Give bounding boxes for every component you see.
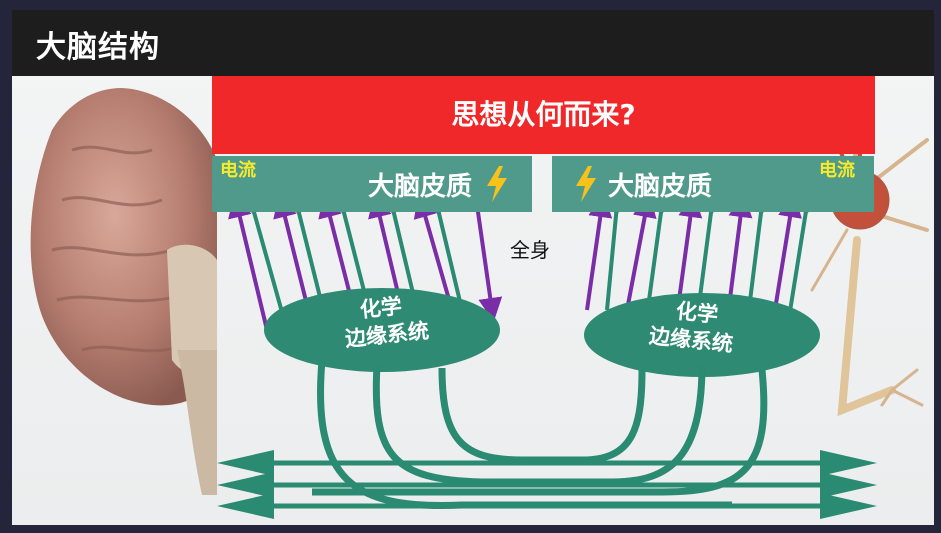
slide-canvas: 大脑结构 思想从何而来? 大脑皮质 大脑皮质 电流 电流 全身 化学 边缘系统 … (12, 10, 934, 525)
question-text: 思想从何而来? (451, 98, 636, 131)
cortex-left-label: 大脑皮质 (368, 172, 473, 202)
lightning-bolt-icon (487, 166, 507, 202)
limbic-left-ellipse (264, 288, 500, 372)
current-right-label: 电流 (819, 160, 855, 181)
slide-title: 大脑结构 (36, 30, 160, 65)
title-bar: 大脑结构 (12, 10, 934, 76)
question-banner: 思想从何而来? (212, 76, 875, 154)
cortex-left-box: 大脑皮质 (212, 156, 532, 212)
cortex-right-box: 大脑皮质 (552, 156, 874, 212)
cortex-right-label: 大脑皮质 (608, 172, 713, 202)
current-left-label: 电流 (220, 160, 256, 181)
body-label: 全身 (510, 238, 550, 262)
lightning-bolt-icon (576, 166, 596, 202)
diagram-scene (30, 37, 929, 519)
brain-illustration (30, 88, 218, 495)
horizontal-arrows (217, 450, 877, 519)
limbic-right-ellipse (584, 293, 820, 377)
